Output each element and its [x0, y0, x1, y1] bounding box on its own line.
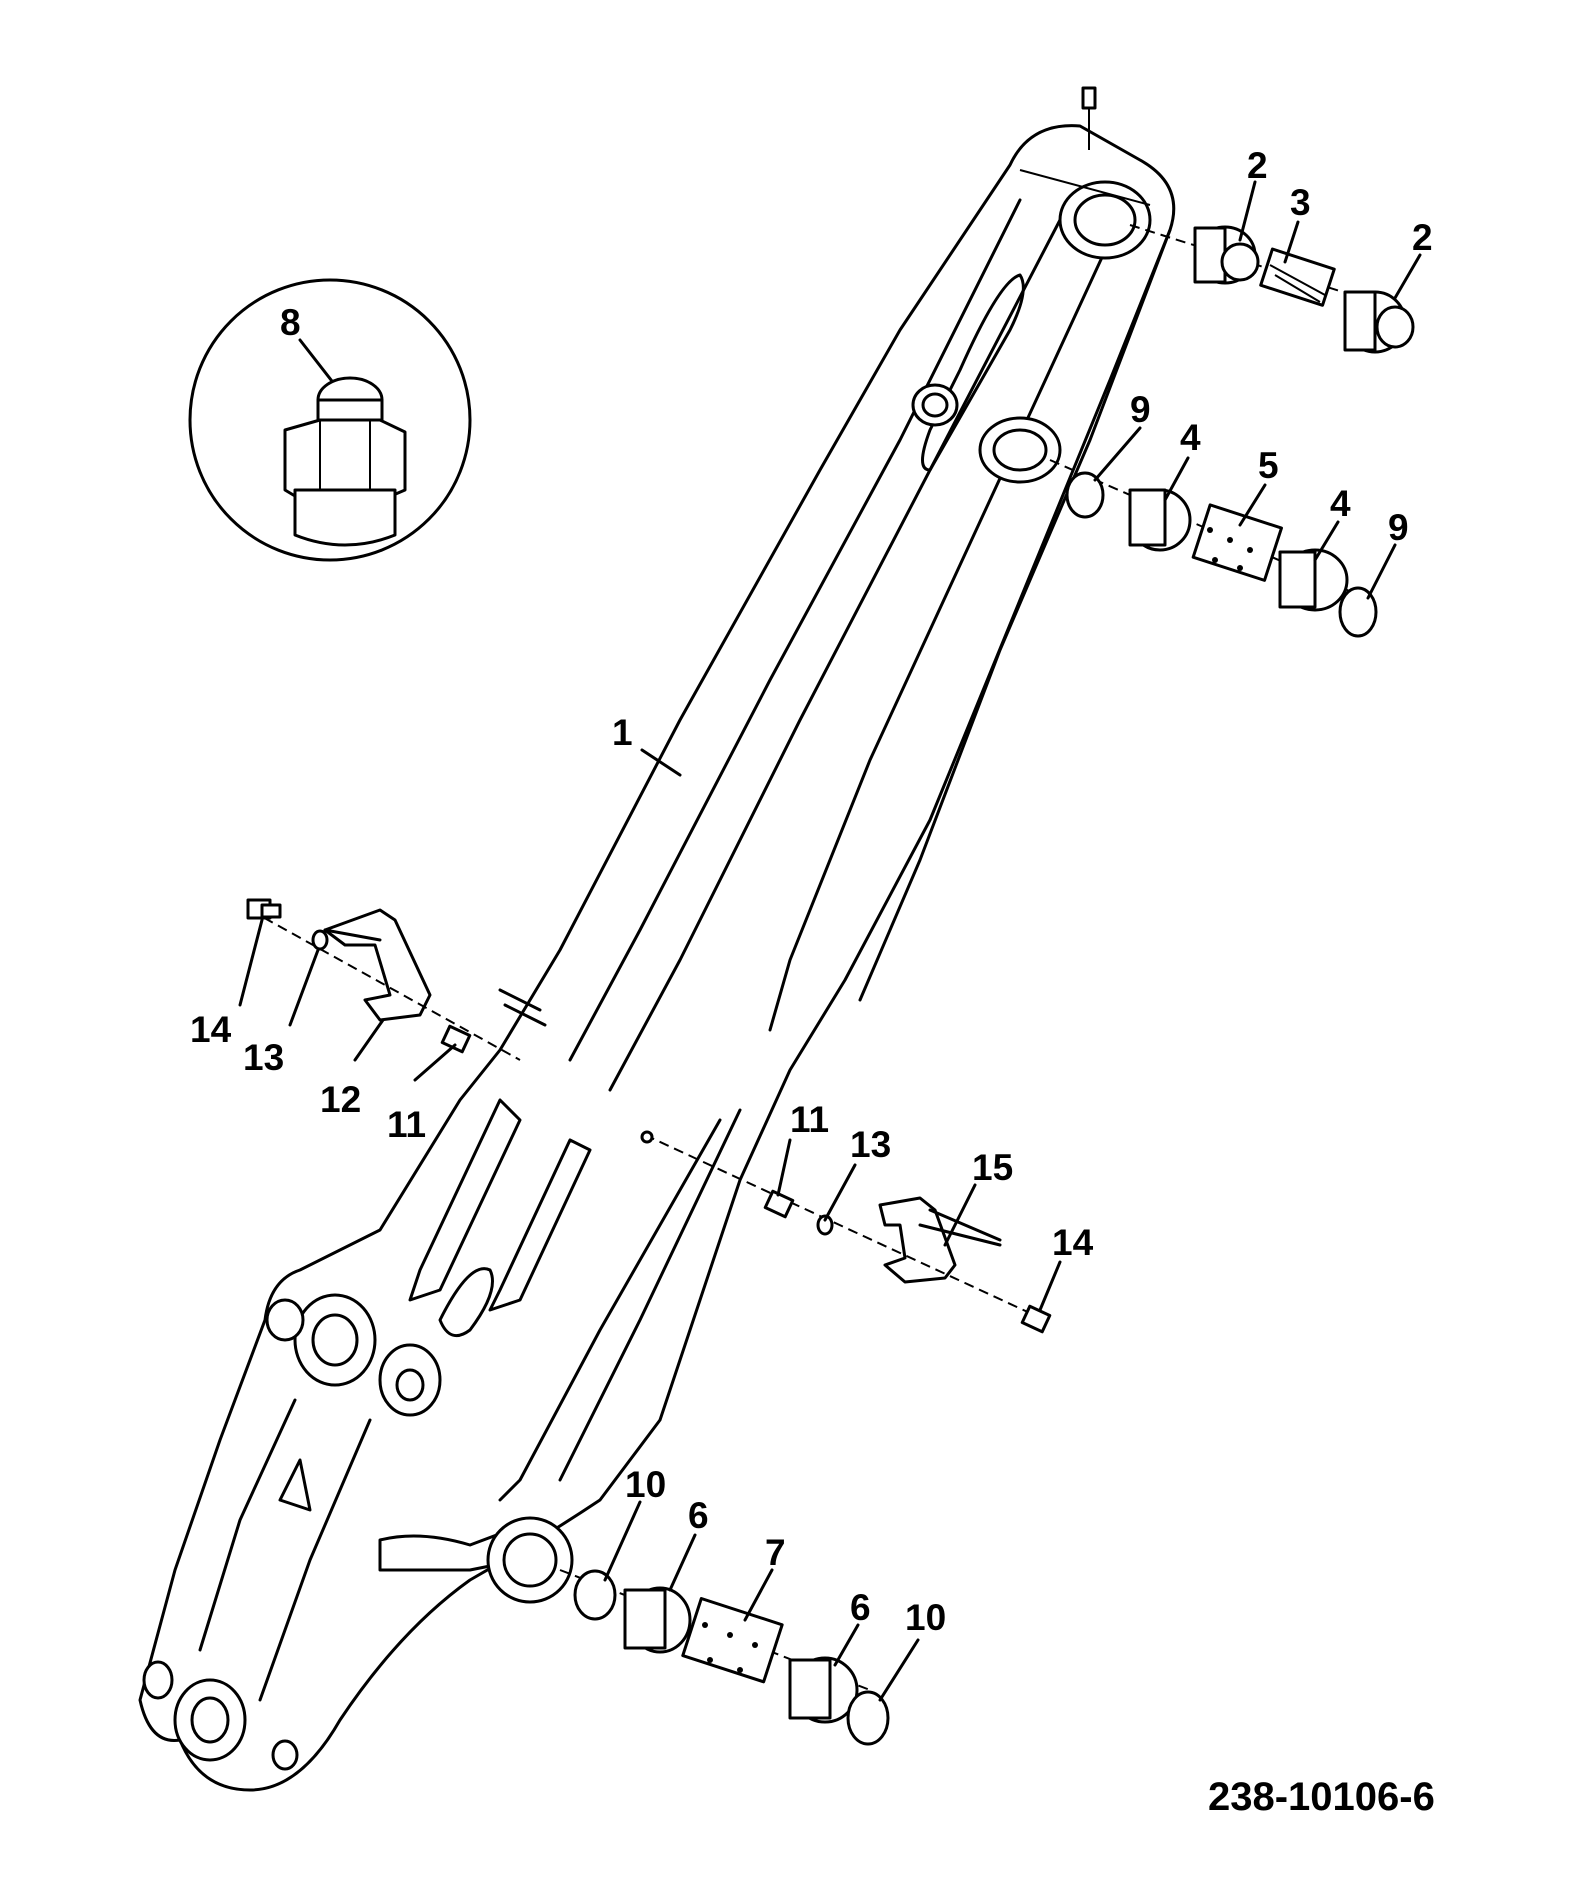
right-clamp-assembly [640, 1130, 1052, 1334]
middle-pin-assembly [1049, 459, 1378, 638]
callout-14: 14 [190, 1009, 232, 1050]
callout-6: 6 [688, 1495, 709, 1536]
callout-11: 11 [387, 1104, 426, 1145]
grease-fitting-top [1081, 86, 1097, 150]
callout-4: 4 [1180, 417, 1201, 458]
callout-9: 9 [1388, 507, 1409, 548]
callout-5: 5 [1258, 445, 1279, 486]
detail-circle-grease-fitting [188, 278, 472, 562]
callout-1: 1 [612, 712, 633, 753]
callout-12: 12 [320, 1079, 361, 1120]
callout-10: 10 [625, 1464, 666, 1505]
callout-labels: 1 2 3 2 8 9 4 5 4 9 14 13 12 11 11 13 15… [190, 145, 1433, 1638]
callout-4: 4 [1330, 483, 1351, 524]
callout-9: 9 [1130, 389, 1151, 430]
callout-14: 14 [1052, 1222, 1094, 1263]
callout-13: 13 [850, 1124, 891, 1165]
left-clamp-assembly [246, 898, 547, 1061]
drawing-number: 238-10106-6 [1208, 1775, 1435, 1819]
callout-2: 2 [1247, 145, 1268, 186]
callout-11: 11 [790, 1099, 829, 1140]
callout-8: 8 [280, 302, 301, 343]
callout-10: 10 [905, 1597, 946, 1638]
callout-6: 6 [850, 1587, 871, 1628]
callout-3: 3 [1290, 182, 1311, 223]
callout-7: 7 [765, 1532, 786, 1573]
top-pin-assembly [1129, 224, 1415, 354]
callout-13: 13 [243, 1037, 284, 1078]
callout-2: 2 [1412, 217, 1433, 258]
leader-lines [238, 180, 1422, 1702]
lower-pin-assembly [559, 1569, 890, 1746]
boom-arm [138, 124, 1176, 1792]
callout-15: 15 [972, 1147, 1013, 1188]
